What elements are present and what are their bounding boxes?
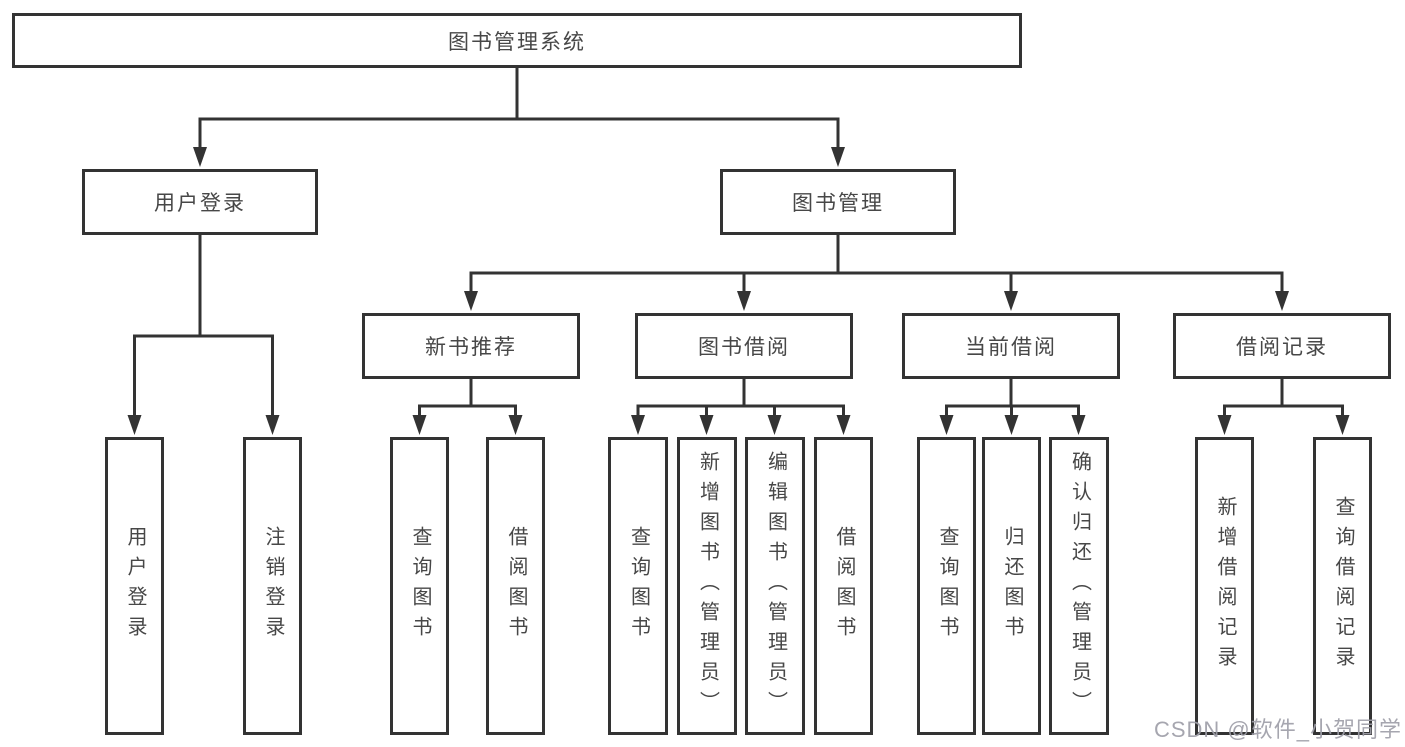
node-label: 注销登录 xyxy=(262,526,284,646)
connectors-book-borrow-children xyxy=(631,379,851,435)
node-label: 编辑图书（管理员） xyxy=(764,451,787,721)
node-user-login: 用户登录 xyxy=(82,169,318,235)
node-book-management: 图书管理 xyxy=(720,169,956,235)
node-library-system: 图书管理系统 xyxy=(12,13,1022,68)
node-label: 借阅图书 xyxy=(505,526,527,646)
leaf-return-books: 归还图书 xyxy=(982,437,1041,735)
leaf-add-borrow-record: 新增借阅记录 xyxy=(1195,437,1254,735)
node-label: 新增图书（管理员） xyxy=(696,451,719,721)
leaf-borrow-books-recommend: 借阅图书 xyxy=(486,437,545,735)
node-book-borrow: 图书借阅 xyxy=(635,313,853,379)
node-label: 当前借阅 xyxy=(965,336,1057,359)
leaf-borrow-books: 借阅图书 xyxy=(814,437,873,735)
leaf-query-borrow-record: 查询借阅记录 xyxy=(1313,437,1372,735)
leaf-query-books-recommend: 查询图书 xyxy=(390,437,449,735)
node-label: 新书推荐 xyxy=(425,336,517,359)
leaf-confirm-return-admin: 确认归还（管理员） xyxy=(1049,437,1109,735)
node-label: 确认归还（管理员） xyxy=(1068,451,1091,721)
leaf-logout: 注销登录 xyxy=(243,437,302,735)
connectors-book-management-to-level2 xyxy=(464,235,1289,311)
node-label: 图书管理 xyxy=(792,192,884,215)
node-label: 新增借阅记录 xyxy=(1214,496,1236,676)
node-label: 图书借阅 xyxy=(698,336,790,359)
leaf-add-books-admin: 新增图书（管理员） xyxy=(677,437,737,735)
connectors-user-login-children xyxy=(127,235,280,435)
leaf-user-login: 用户登录 xyxy=(105,437,164,735)
node-label: 查询图书 xyxy=(936,526,958,646)
node-label: 查询借阅记录 xyxy=(1332,496,1354,676)
node-current-borrow: 当前借阅 xyxy=(902,313,1120,379)
node-label: 借阅记录 xyxy=(1236,336,1328,359)
node-label: 归还图书 xyxy=(1001,526,1023,646)
leaf-query-books-borrow: 查询图书 xyxy=(608,437,668,735)
watermark-text: CSDN @软件_小贺同学 xyxy=(1153,717,1402,742)
node-label: 用户登录 xyxy=(154,192,246,215)
node-label: 查询图书 xyxy=(627,526,650,646)
node-new-book-recommend: 新书推荐 xyxy=(362,313,580,379)
node-label: 借阅图书 xyxy=(833,526,855,646)
connectors-new-book-recommend-children xyxy=(412,379,523,435)
leaf-edit-books-admin: 编辑图书（管理员） xyxy=(745,437,805,735)
connectors-current-borrow-children xyxy=(939,379,1086,435)
node-label: 查询图书 xyxy=(409,526,431,646)
node-label: 用户登录 xyxy=(124,526,146,646)
leaf-query-books-current: 查询图书 xyxy=(917,437,976,735)
node-label: 图书管理系统 xyxy=(448,30,586,54)
connectors-borrow-records-children xyxy=(1217,379,1350,435)
connectors-root-to-level1 xyxy=(193,68,845,167)
node-borrow-records: 借阅记录 xyxy=(1173,313,1391,379)
